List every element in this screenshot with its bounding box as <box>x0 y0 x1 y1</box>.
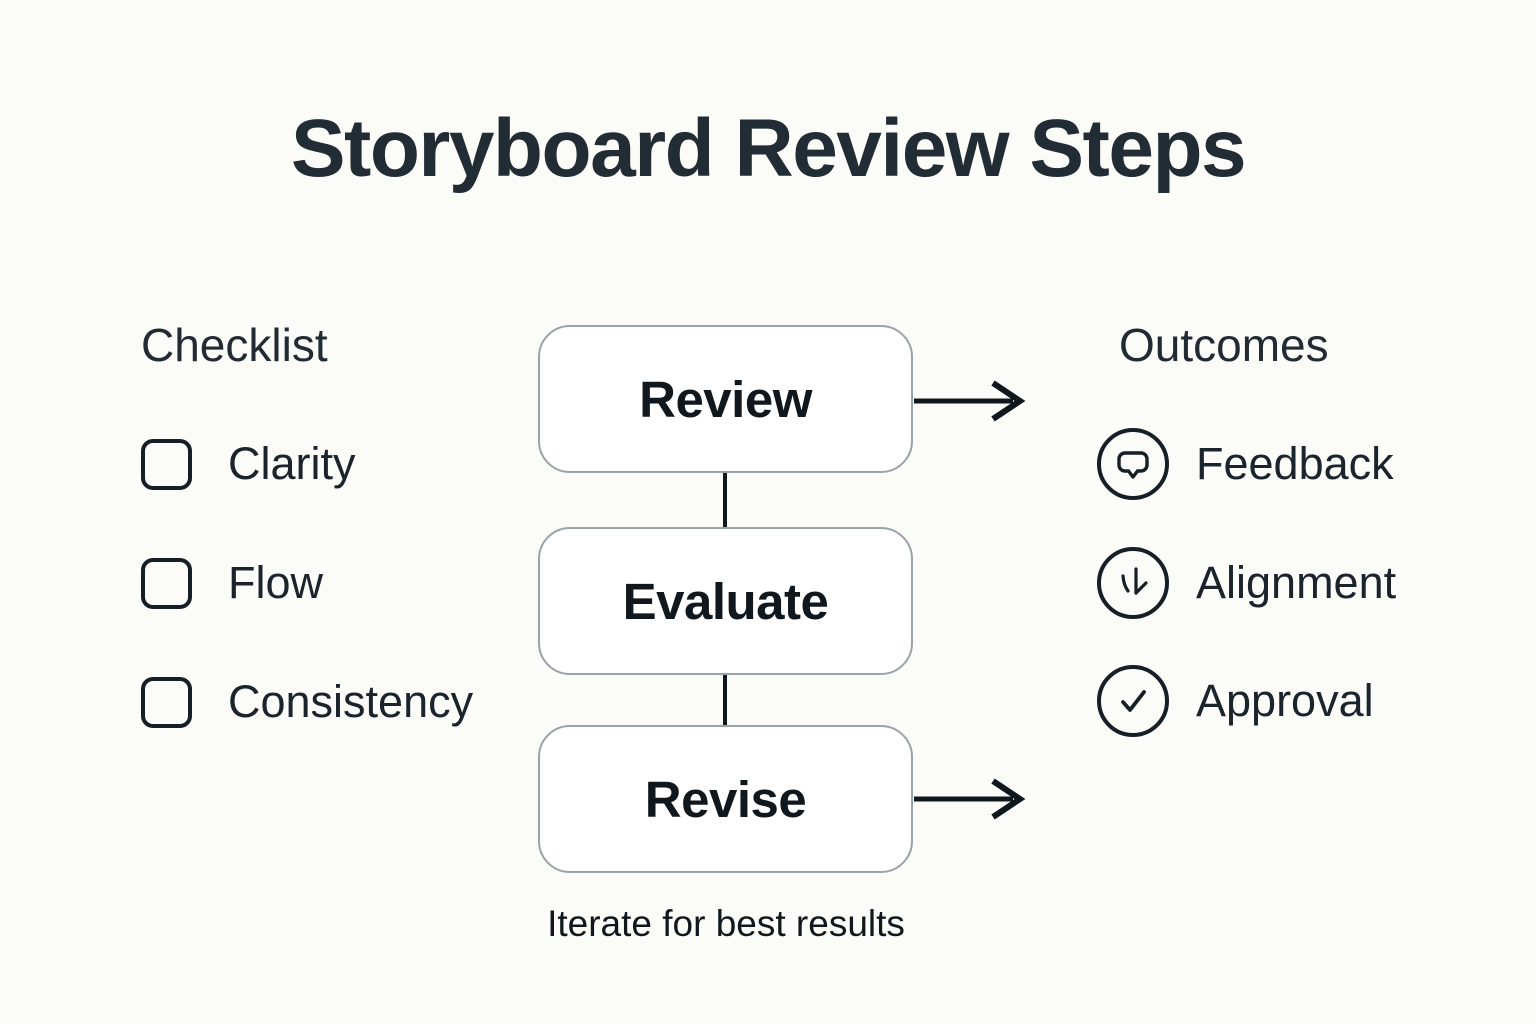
checklist-heading: Checklist <box>141 319 328 371</box>
outcome-label: Feedback <box>1196 438 1394 489</box>
outcome-item-feedback: Feedback <box>1097 428 1394 500</box>
outcome-item-approval: Approval <box>1097 665 1374 737</box>
outcome-label: Alignment <box>1196 557 1397 608</box>
iteration-note: Iterate for best results <box>547 903 905 944</box>
flow-step-review: Review <box>538 325 913 473</box>
merge-down-arrow-icon <box>1097 547 1169 619</box>
connector-review-evaluate <box>723 473 727 527</box>
arrow-review-to-outcomes <box>914 380 1026 422</box>
flow-step-revise: Revise <box>538 725 913 873</box>
outcome-item-alignment: Alignment <box>1097 547 1396 619</box>
outcome-label: Approval <box>1196 675 1374 726</box>
checklist-item-label: Flow <box>228 557 324 608</box>
page-title: Storyboard Review Steps <box>290 103 1247 194</box>
connector-evaluate-revise <box>723 675 727 725</box>
checkbox-consistency[interactable] <box>141 676 192 728</box>
checklist-item-flow: Flow <box>141 557 323 609</box>
arrow-revise-to-outcomes <box>914 778 1026 820</box>
outcomes-heading: Outcomes <box>1119 319 1329 371</box>
checklist-item-label: Clarity <box>228 438 356 489</box>
checkbox-flow[interactable] <box>141 557 192 609</box>
checklist-item-label: Consistency <box>228 676 474 727</box>
checklist-item-clarity: Clarity <box>141 438 356 490</box>
checkbox-clarity[interactable] <box>141 438 192 490</box>
checklist-item-consistency: Consistency <box>141 676 473 728</box>
flow-step-evaluate: Evaluate <box>538 527 913 675</box>
speech-bubble-icon <box>1097 428 1169 500</box>
checkmark-icon <box>1097 665 1169 737</box>
